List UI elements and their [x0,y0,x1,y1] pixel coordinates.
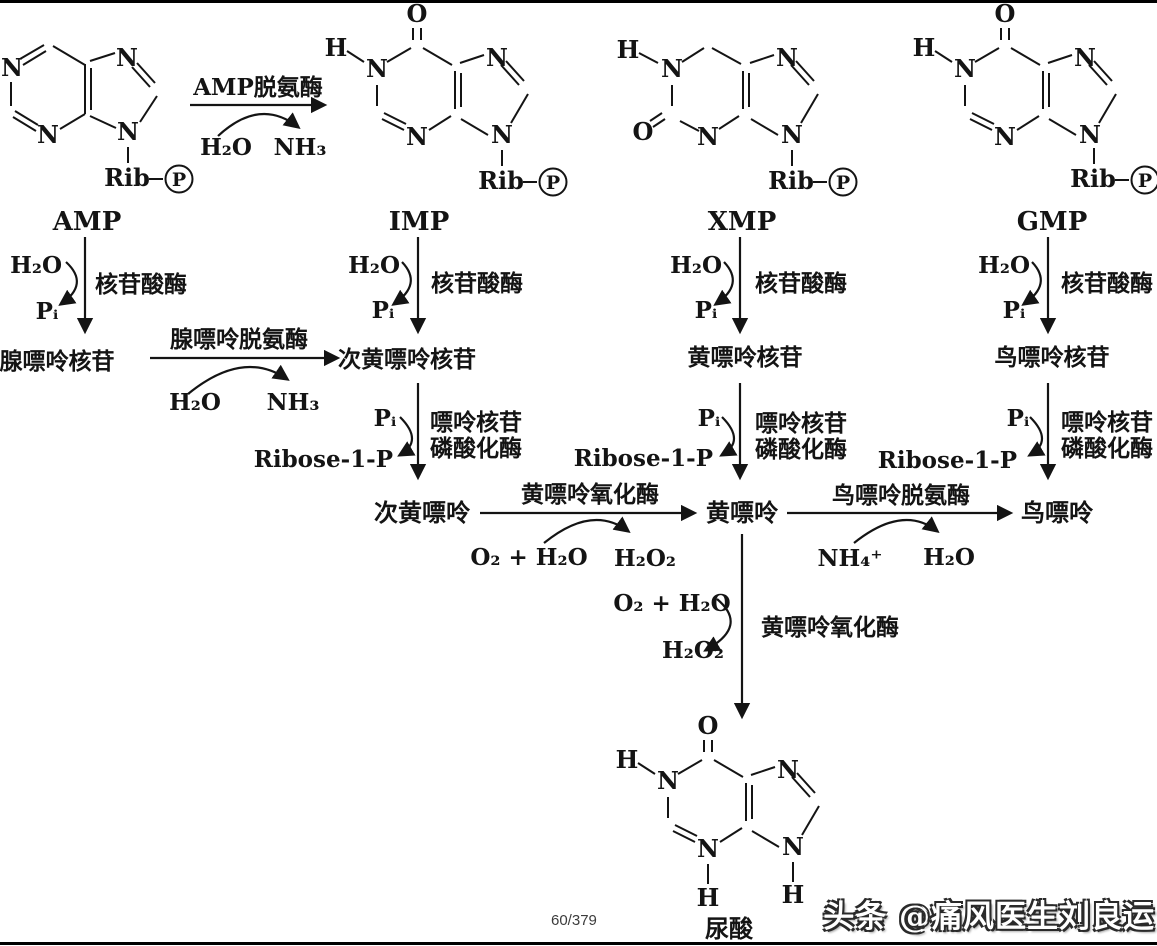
gmp-structure [911,0,1117,152]
label-pnp-line1: 嘌呤核苷 [430,409,522,436]
atom-n-label: N [406,122,428,151]
gmp-ribose-phosphate [1069,147,1157,195]
label-pnp-line2: 磷酸化酶 [430,435,522,462]
label-nh3: NH₃ [267,389,320,416]
label-gmp: GMP [1017,207,1088,237]
atom-n-label: N [661,54,683,83]
atom-n-label: N [781,120,803,149]
label-h2o: H₂O [670,252,722,279]
arc-nucleotidase-gmp [1021,261,1042,306]
label-h2o: H₂O [169,389,221,416]
atom-n-label: N [117,117,139,146]
imp-structure: H N O N N N [325,0,529,151]
atom-n-label: N [697,122,719,151]
page-number: 60/379 [551,912,597,929]
ribose-phosphate-group: Rib P [478,150,568,197]
arc-pnp-guanosine [1027,416,1046,457]
label-ribose1p: Ribose-1-P [878,447,1017,474]
label-pi: Pᵢ [695,297,718,324]
label-o2-h2o: O₂ + H₂O [613,590,730,617]
label-h2o2: H₂O₂ [662,637,724,664]
arc-nucleotidase-imp [391,261,412,306]
label-h2o: H₂O [10,252,62,279]
label-pi: Pᵢ [372,297,395,324]
atom-o-label: O [407,0,428,28]
label-xanthine-oxidase: 黄嘌呤氧化酶 [761,614,899,641]
label-ribose1p: Ribose-1-P [254,446,393,473]
label-h2o: H₂O [200,134,252,161]
arc-pnp-inosine [397,416,416,457]
label-pi: Pᵢ [1007,405,1030,432]
label-nucleotidase: 核苷酸酶 [755,270,847,297]
phosphate-circle [538,167,568,197]
phosphate-p-label: P [546,172,560,194]
label-hypoxanthine: 次黄嘌呤 [374,498,471,527]
atom-n-label: N [116,43,138,72]
label-pnp-line2: 磷酸化酶 [1061,435,1153,462]
arc-pnp-xanthosine [719,416,738,457]
label-xmp: XMP [708,207,777,237]
atom-n-label: N [486,43,508,72]
label-h2o: H₂O [348,252,400,279]
label-adenosine: 腺嘌呤核苷 [0,348,115,375]
label-xanthosine: 黄嘌呤核苷 [688,344,803,371]
label-ribose1p: Ribose-1-P [574,445,713,472]
label-guanosine: 鸟嘌呤核苷 [995,344,1110,371]
atom-n-label: N [1,53,23,82]
arc-xanthine-oxidase-1 [543,516,631,544]
label-nucleotidase: 核苷酸酶 [95,271,187,298]
label-o2-h2o: O₂ + H₂O [470,544,587,571]
amp-ribose-phosphate [103,146,194,194]
label-h2o: H₂O [978,252,1030,279]
arc-amp-deaminase [217,112,301,137]
arc-nucleotidase-xmp [713,261,734,306]
label-guanine-deaminase: 鸟嘌呤脱氨酶 [832,482,970,509]
label-nh4: NH₄⁺ [818,545,883,572]
uric-acid-structure [614,710,820,864]
label-h2o2: H₂O₂ [614,545,676,572]
atom-n-label: N [491,120,513,149]
label-pnp-line1: 嘌呤核苷 [1061,409,1153,436]
xmp-ribose-phosphate [767,149,858,197]
watermark-text: 头条 @痛风医生刘良运 [823,899,1155,935]
label-guanine: 鸟嘌呤 [1021,498,1094,527]
arc-adenosine-deaminase [187,364,290,395]
label-imp: IMP [389,207,450,237]
label-pi: Pᵢ [698,405,721,432]
label-amp-deaminase: AMP脱氨酶 [192,74,323,101]
label-nh3: NH₃ [274,134,327,161]
label-pi: Pᵢ [374,405,397,432]
label-inosine: 次黄嘌呤核苷 [338,346,476,373]
atom-h-label: H [697,883,720,912]
label-nucleotidase: 核苷酸酶 [1061,270,1153,297]
atom-h-label: H [782,880,805,909]
atom-h-label: H [617,35,640,64]
atom-h-label: H [325,33,348,62]
label-nucleotidase: 核苷酸酶 [431,270,523,297]
atom-n-label: N [776,43,798,72]
label-pnp-line1: 嘌呤核苷 [755,410,847,437]
label-uric-acid: 尿酸 [705,914,754,943]
rib-label: Rib [478,166,524,195]
label-pi: Pᵢ [36,298,59,325]
label-adenosine-deaminase: 腺嘌呤脱氨酶 [170,326,308,353]
label-xanthine-oxidase: 黄嘌呤氧化酶 [521,481,659,508]
arc-xanthine-oxidase-2 [703,598,732,652]
xmp-structure: H N O N N N [617,35,819,151]
amp-structure: N N N N [1,43,158,149]
uric-acid-hydrogens: H H [697,862,805,912]
label-pnp-line2: 磷酸化酶 [755,436,847,463]
label-pi: Pᵢ [1003,297,1026,324]
label-h2o: H₂O [923,544,975,571]
atom-n-label: N [366,54,388,83]
arc-guanine-deaminase [853,516,940,544]
atom-o-label: O [633,117,654,146]
arc-nucleotidase-amp [58,261,78,306]
label-xanthine: 黄嘌呤 [706,498,779,527]
label-amp: AMP [52,207,122,237]
atom-n-label: N [37,120,59,149]
